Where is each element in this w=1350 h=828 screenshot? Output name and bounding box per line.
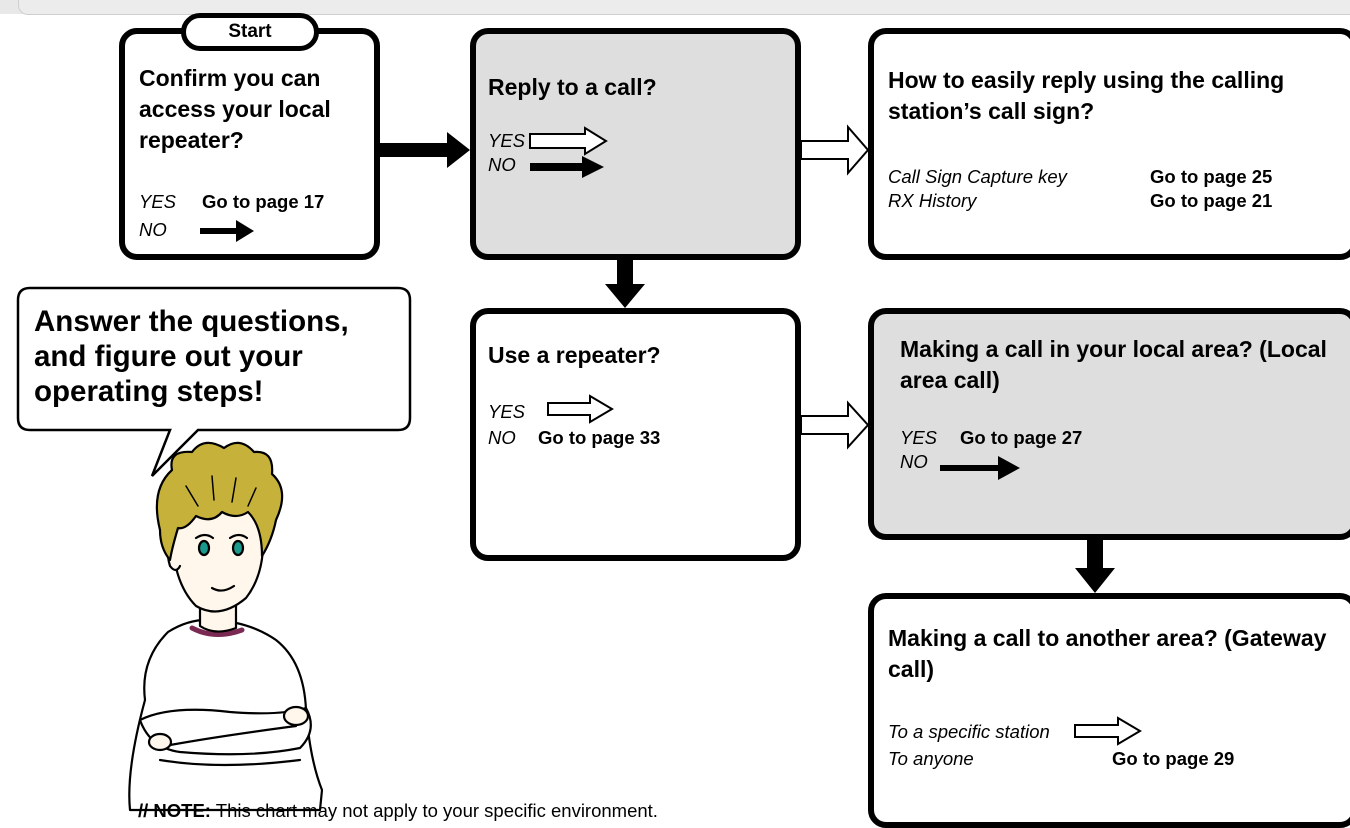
box-easy-reply bbox=[868, 28, 1350, 260]
box-gateway-option2-label: To anyone bbox=[888, 748, 974, 769]
box-easy-reply-question: How to easily reply using the calling st… bbox=[888, 67, 1285, 124]
arrow-box1-to-box2 bbox=[380, 132, 470, 168]
box-reply-no-label: NO bbox=[488, 154, 516, 175]
arrow-box2-to-box4 bbox=[605, 260, 645, 308]
speech-bubble bbox=[16, 286, 412, 477]
arrow-box4-to-box5 bbox=[800, 400, 870, 450]
box-local-area-call bbox=[868, 308, 1350, 540]
arrow-box6-option1 bbox=[1074, 716, 1142, 746]
box-confirm-repeater bbox=[119, 28, 380, 260]
box-reply-yes-label: YES bbox=[488, 130, 526, 151]
box-gateway-call bbox=[868, 593, 1350, 828]
arrow-box2-to-box3 bbox=[800, 124, 870, 176]
box-repeater-no-goto: Go to page 33 bbox=[538, 427, 661, 448]
speech-bubble-text: Answer the questions, and figure out you… bbox=[34, 305, 349, 408]
box-gateway-option2-goto: Go to page 29 bbox=[1112, 748, 1235, 769]
arrow-box4-yes bbox=[547, 394, 614, 424]
box-reply-call-question: Reply to a call? bbox=[488, 74, 657, 100]
box-use-repeater bbox=[470, 308, 801, 561]
box-local-yes-label: YES bbox=[900, 427, 938, 448]
note-text: This chart may not apply to your specifi… bbox=[215, 800, 658, 821]
note-icon: // bbox=[138, 800, 149, 821]
note-prefix: NOTE: bbox=[153, 800, 211, 821]
character-illustration bbox=[128, 441, 324, 812]
box-easy-option1-goto: Go to page 25 bbox=[1150, 166, 1273, 187]
box-reply-call bbox=[470, 28, 801, 260]
box-gateway-question: Making a call to another area? (Gateway … bbox=[888, 625, 1327, 682]
box-easy-option1-label: Call Sign Capture key bbox=[888, 166, 1067, 187]
box-repeater-no-label: NO bbox=[488, 427, 516, 448]
note-line: // NOTE: This chart may not apply to you… bbox=[138, 800, 658, 822]
box-use-repeater-question: Use a repeater? bbox=[488, 342, 661, 368]
box-repeater-yes-label: YES bbox=[488, 401, 526, 422]
box-easy-option2-goto: Go to page 21 bbox=[1150, 190, 1273, 211]
box-confirm-repeater-question: Confirm you can access your local repeat… bbox=[139, 65, 331, 153]
arrow-box1-no bbox=[200, 220, 254, 242]
box-confirm-no-label: NO bbox=[139, 219, 167, 240]
box-local-area-question: Making a call in your local area? (Local… bbox=[900, 336, 1327, 393]
arrow-box2-no bbox=[530, 156, 604, 178]
box-gateway-option1-label: To a specific station bbox=[888, 721, 1050, 742]
box-confirm-yes-label: YES bbox=[139, 191, 177, 212]
start-label: Start bbox=[181, 13, 319, 51]
box-confirm-yes-goto: Go to page 17 bbox=[202, 191, 325, 212]
top-band bbox=[0, 0, 1350, 15]
box-easy-option2-label: RX History bbox=[888, 190, 977, 211]
box-local-yes-goto: Go to page 27 bbox=[960, 427, 1083, 448]
arrow-box2-yes bbox=[529, 126, 608, 156]
box-local-no-label: NO bbox=[900, 451, 928, 472]
arrow-box5-no bbox=[940, 456, 1020, 480]
arrow-box5-to-box6 bbox=[1075, 540, 1115, 593]
